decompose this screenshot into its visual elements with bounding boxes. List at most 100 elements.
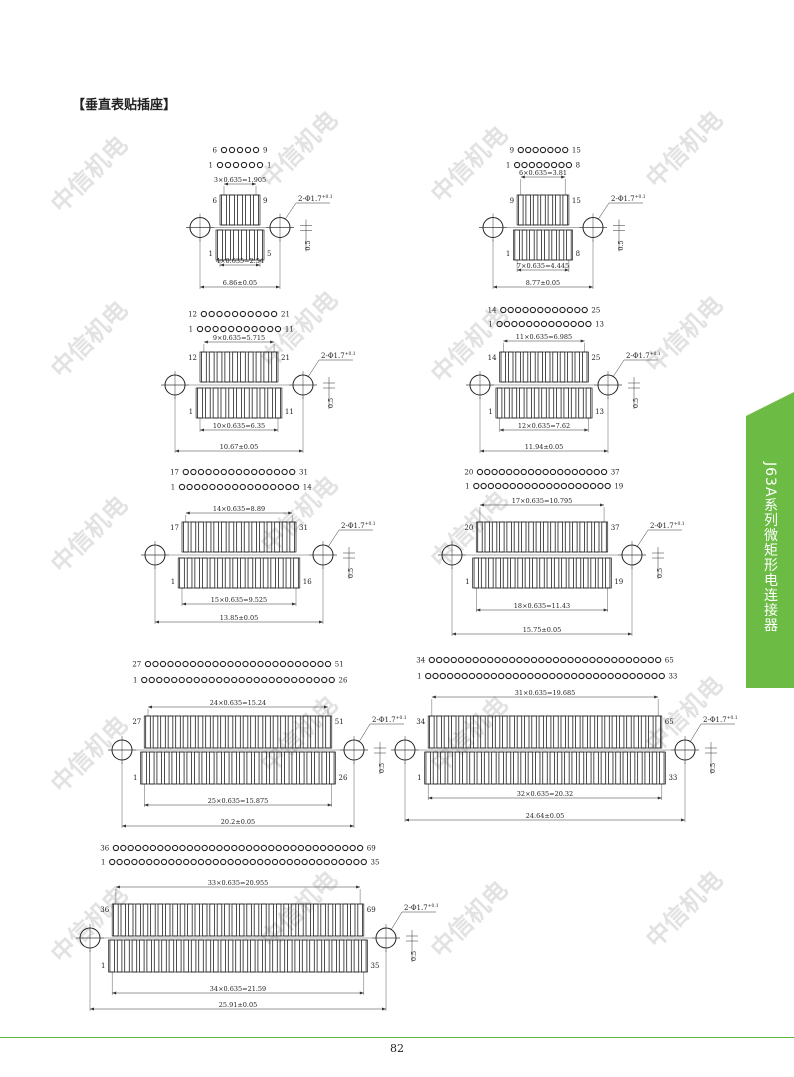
drawing-8-top-pad-row <box>427 715 663 749</box>
drawing-4-bottom-pad <box>578 387 584 419</box>
drawing-7-bottom-pin-dot <box>328 676 335 684</box>
drawing-5-bottom-dim-label: 15×0.635=9.525 <box>211 596 267 604</box>
drawing-9-top-pin-dot <box>349 844 356 852</box>
drawing-5-overall-dim-arrow-left <box>155 620 159 624</box>
drawing-4-top-pin-dot <box>574 306 581 314</box>
drawing-1-bottom-pin-dot <box>240 161 248 169</box>
drawing-3-top-pad <box>216 351 223 383</box>
drawing-1-bottom-pad <box>225 229 231 261</box>
drawing-1-top-pin-dot <box>236 146 244 154</box>
drawing-2-top-pin-dot <box>525 146 532 154</box>
drawing-8-top-pin-dot <box>516 656 523 664</box>
drawing-8-bottom-pad <box>549 751 555 785</box>
drawing-9-top-pin-dot <box>216 844 223 852</box>
drawing-1-bottom-dim-label: 4×0.635=2.54 <box>216 257 264 265</box>
drawing-7-bottom-pad <box>179 751 185 785</box>
drawing-6-bottom-pin-dot <box>575 482 582 490</box>
drawing-8-overall-dim-arrow-right <box>681 818 685 822</box>
drawing-4-top-pad <box>582 351 588 383</box>
drawing-6-overall-dim-arrow-left <box>452 632 456 636</box>
drawing-8-overall-dim-arrow-left <box>405 818 409 822</box>
drawing-1-top-pin-dot <box>220 146 228 154</box>
drawing-7-bottom-pin-dot <box>276 676 283 684</box>
drawing-4-hole-leader <box>612 359 625 378</box>
drawing-6-bottom-pin-dot <box>531 482 538 490</box>
drawing-7-top-pad <box>167 715 174 749</box>
drawing-4-overall-dim-arrow-left <box>480 449 484 453</box>
drawing-9-bottom-pad <box>316 939 323 973</box>
drawing-7-row-top-left: 27 <box>132 718 141 726</box>
drawing-5-top-pin-dot <box>251 468 258 476</box>
drawing-4-bottom-label-right: 13 <box>595 321 604 329</box>
drawing-4-row-bottom-right: 13 <box>595 408 604 416</box>
drawing-9-top-dim-arrow-left <box>115 885 120 889</box>
drawing-8-top-label-left: 34 <box>416 657 425 665</box>
drawing-6-bottom-pad <box>605 557 611 589</box>
drawing-8-bottom-pin-dot <box>519 672 527 680</box>
drawing-8-bottom-pad <box>593 751 599 785</box>
drawing-6-top-pin-dot <box>491 468 498 476</box>
drawing-8-top-pad <box>560 715 566 749</box>
drawing-5-top-pad <box>243 521 250 553</box>
drawing-6-top-pad <box>579 521 585 553</box>
drawing-6-bottom-pad <box>502 557 509 589</box>
drawing-7-bottom-pad <box>231 751 237 785</box>
drawing-9-bottom-pad <box>220 939 226 973</box>
drawing-4-top-pin-dot <box>559 306 566 314</box>
drawing-8-bottom-pad <box>608 751 614 785</box>
drawing-9-bottom-pad <box>331 939 337 973</box>
drawing-8-top-pin-dot <box>603 656 611 664</box>
drawing-8-top-pin-dot <box>457 656 465 664</box>
drawing-7-top-pad <box>250 715 256 749</box>
drawing-7-hole-callout: 2-Φ1.7+0.1 <box>372 715 407 724</box>
drawing-9-top-pad <box>172 903 178 937</box>
drawing-5-row-bottom-left: 1 <box>171 578 175 586</box>
drawing-9-bottom-pad <box>227 939 234 973</box>
drawing-7-top-pin-dot <box>144 660 152 668</box>
drawing-6-bottom-pad <box>583 557 589 589</box>
drawing-9-bottom-dim-label: 34×0.635=21.59 <box>210 985 266 993</box>
drawing-4-overall-dim-arrow-right <box>604 449 608 453</box>
drawing-7-bottom-pin-dot <box>208 676 215 684</box>
drawing-8-row-top-left: 34 <box>416 718 425 726</box>
drawing-1-bottom-pin-dot <box>216 161 224 169</box>
drawing-6-top-pad <box>521 521 527 553</box>
drawing-9-bottom-pad <box>116 939 123 973</box>
drawing-8-top-pad <box>633 715 639 749</box>
drawing-5-row-top-left: 17 <box>170 524 179 532</box>
drawing-4-bottom-pin-dot <box>555 320 562 328</box>
drawing-3-bottom-pin-dot <box>196 325 204 333</box>
drawing-4-bottom-pin-dot <box>496 320 503 328</box>
drawing-9-bottom-pin-dot <box>190 858 197 866</box>
drawing-7-bottom-pin-dot <box>253 676 260 684</box>
drawing-7-bottom-pin-dot <box>231 676 238 684</box>
drawing-5-bottom-pin-dot <box>224 483 231 491</box>
drawing-8-bottom-pad <box>615 751 621 785</box>
drawing-9-top-pad <box>224 903 230 937</box>
drawing-5-top-dim-label: 14×0.635=8.89 <box>213 505 265 513</box>
drawing-9-top-pad <box>179 903 186 937</box>
drawing-7-top-pad <box>212 715 219 749</box>
drawing-4-bottom-pin-dot <box>570 320 577 328</box>
drawing-6-bottom-pin-dot <box>582 482 589 490</box>
drawing-4-bottom-pin-dot <box>511 320 518 328</box>
drawing-8-hole-leader <box>689 723 702 743</box>
drawing-9-bottom-pad <box>153 939 160 973</box>
drawing-4-top-label-right: 25 <box>591 307 600 315</box>
drawing-7-bottom-pin-dot <box>163 676 170 684</box>
drawing-7-bottom-pin-dot <box>201 676 208 684</box>
drawing-8-bottom-pin-dot <box>512 672 519 680</box>
drawing-2-bottom-pad <box>551 229 557 261</box>
drawing-9-top-pad <box>216 903 223 937</box>
drawing-9-bottom-label-left: 1 <box>101 859 105 867</box>
drawing-8-bottom-pin-dot <box>607 672 614 680</box>
drawing-5-top-pad <box>213 521 219 553</box>
drawing-1-top-pad-row <box>219 194 261 226</box>
drawing-8-top-pin-dot <box>530 656 538 664</box>
drawing-6-bottom-pin-dot <box>546 482 553 490</box>
drawing-3-bottom-label-left: 1 <box>189 326 193 334</box>
drawing-8-top-pin-dot <box>435 656 443 664</box>
drawing-5-top-pin-dot <box>289 468 296 476</box>
drawing-7-top-pin-dot <box>242 660 249 668</box>
